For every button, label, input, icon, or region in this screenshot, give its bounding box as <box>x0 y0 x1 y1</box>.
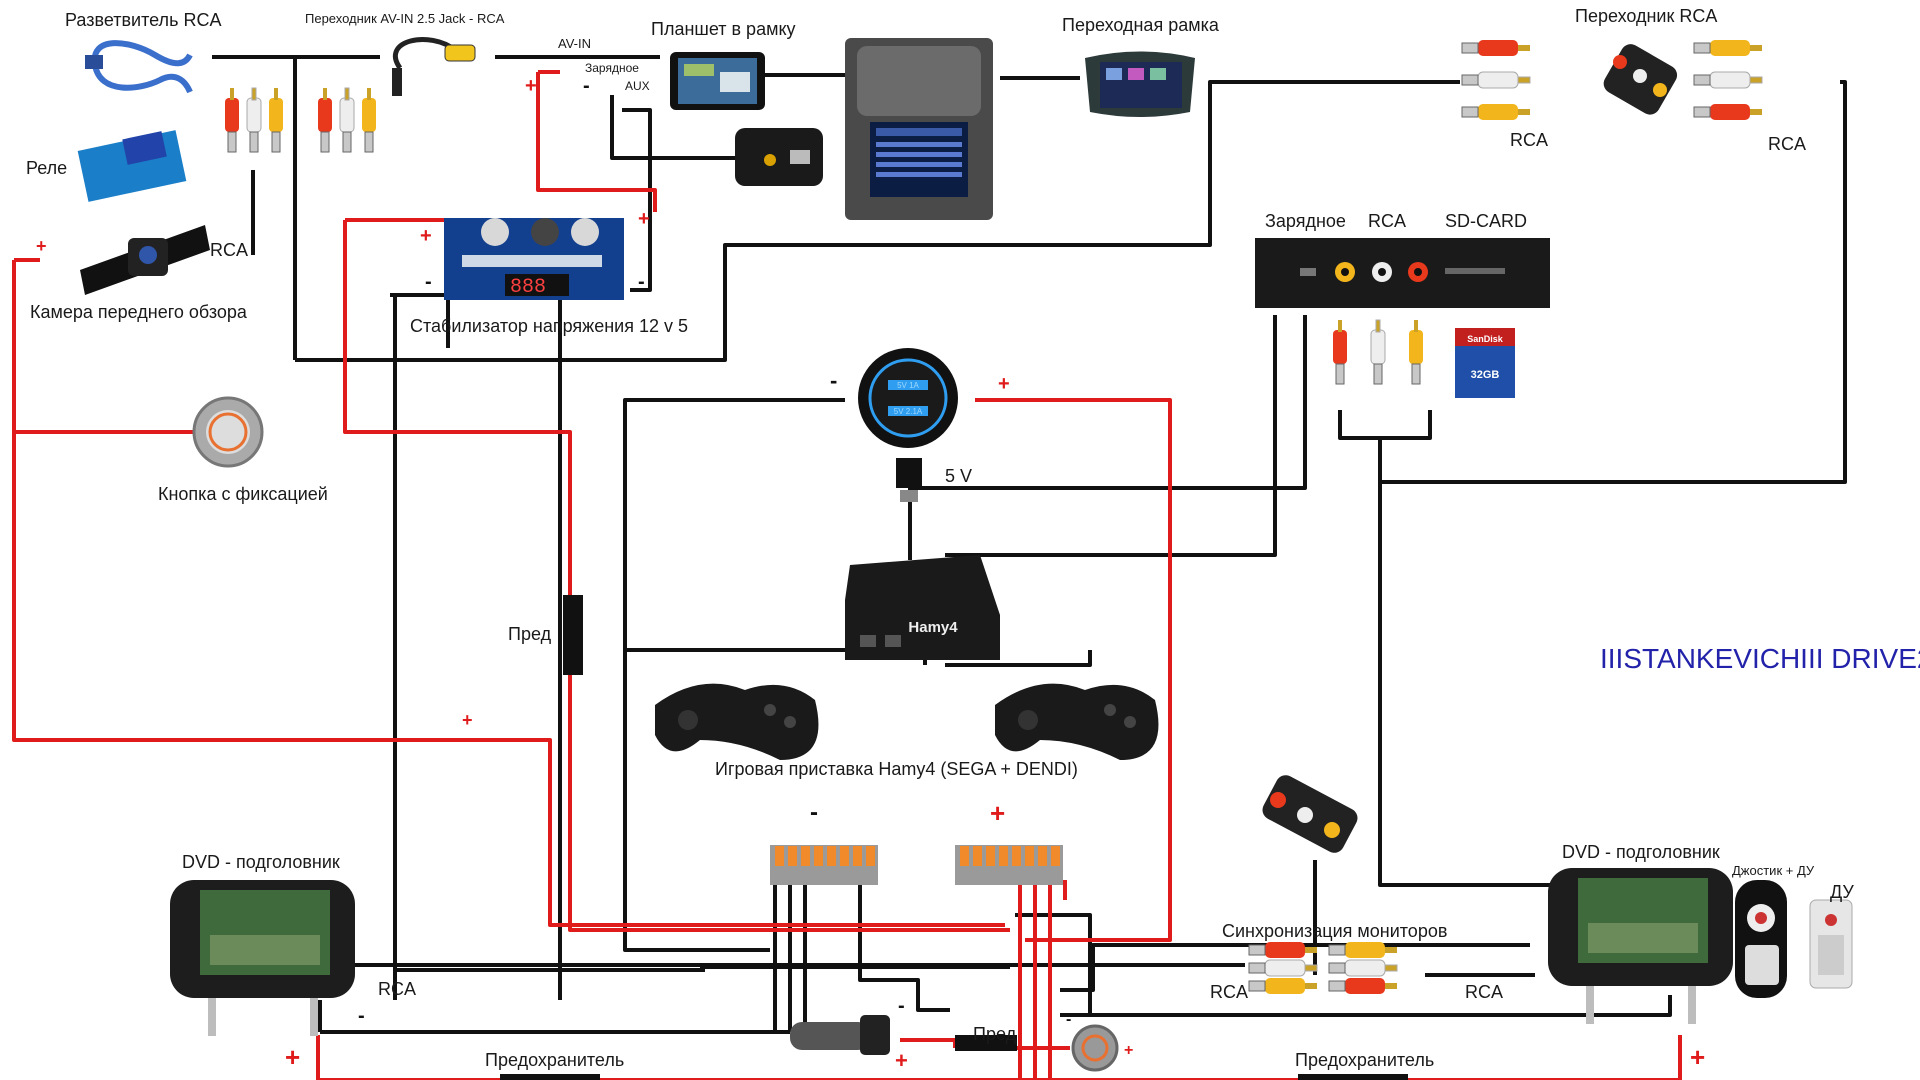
label-tablet: Планшет в рамку <box>651 19 796 39</box>
fuse-left <box>500 1074 600 1080</box>
label-av-adapter: Переходник AV-IN 2.5 Jack - RCA <box>305 11 505 26</box>
plus-mark: + <box>525 75 537 97</box>
label-frame: Переходная рамка <box>1062 15 1220 35</box>
media-player-box <box>1255 238 1550 308</box>
latch-button-small <box>1071 1024 1119 1072</box>
label-media-rca: RCA <box>1368 211 1406 231</box>
gamepad-left <box>655 683 819 760</box>
label-latch-button: Кнопка с фиксацией <box>158 484 328 504</box>
av-in-adapter <box>392 37 476 96</box>
plus-mark: + <box>420 225 432 247</box>
label-stabilizer: Стабилизатор напряжения 12 v 5 <box>410 316 688 336</box>
rca-plugs-media-box <box>1332 319 1424 385</box>
usb-port1-label: 5V 1A <box>897 381 919 390</box>
joystick-remote <box>1735 880 1787 998</box>
voltage-stabilizer: 888 <box>444 218 624 300</box>
ir-remote <box>1809 899 1853 989</box>
black-wires <box>212 55 1847 1034</box>
sd-card: SanDisk 32GB <box>1455 328 1515 398</box>
watermark: IIISTANKEVICHIII DRIVE2 <box>1600 643 1920 674</box>
rca-adapter-top-right <box>1461 39 1763 121</box>
label-relay: Реле <box>26 158 67 178</box>
car-dashboard <box>845 38 993 220</box>
label-sync: Синхронизация мониторов <box>1222 921 1447 941</box>
cigarette-plug <box>790 1015 890 1055</box>
label-front-camera: Камера переднего обзора <box>30 302 248 322</box>
label-camera-rca: RCA <box>210 240 248 260</box>
sd-card-brand: SanDisk <box>1467 334 1504 344</box>
plus-mark: + <box>285 1042 300 1072</box>
label-dvd-left: DVD - подголовник <box>182 852 340 872</box>
wago-block-plus <box>955 845 1063 885</box>
label-charging-small: Зарядное <box>585 61 639 75</box>
label-fuse-short-bottom: Пред <box>973 1024 1017 1044</box>
label-rca-right: RCA <box>1768 134 1806 154</box>
minus-mark: - <box>358 1005 365 1027</box>
label-joystick-remote: Джостик + ДУ <box>1732 863 1815 878</box>
label-console: Игровая приставка Hamy4 (SEGA + DENDI) <box>715 759 1078 779</box>
label-fuse-right: Предохранитель <box>1295 1050 1434 1070</box>
tablet <box>670 52 765 110</box>
label-fuse-short-vertical: Пред <box>508 624 552 644</box>
rca-splitter <box>85 40 193 94</box>
label-sync-rca-right: RCA <box>1465 982 1503 1002</box>
latch-button <box>192 396 264 468</box>
label-aux: AUX <box>625 79 650 93</box>
relay-board <box>77 130 187 202</box>
charger-block <box>735 128 823 186</box>
fuse-right <box>1298 1074 1408 1080</box>
label-rca-splitter: Разветвитель RCA <box>65 10 221 30</box>
minus-mark: - <box>810 799 818 826</box>
usb-socket: 5V 1A 5V 2.1A <box>858 348 958 448</box>
plus-mark: + <box>998 373 1010 395</box>
minus-mark: - <box>1660 1003 1667 1025</box>
label-rca-adapter: Переходник RCA <box>1575 6 1717 26</box>
plus-mark: + <box>895 1048 908 1073</box>
label-sync-rca-left: RCA <box>1210 982 1248 1002</box>
rca-sync-cables <box>1248 941 1398 995</box>
minus-mark: - <box>425 271 432 293</box>
plus-mark: + <box>1690 1042 1705 1072</box>
wago-block-minus <box>770 845 878 885</box>
label-media-charging: Зарядное <box>1265 211 1346 231</box>
label-av-in: AV-IN <box>558 36 591 51</box>
usb-plug <box>896 458 922 502</box>
gamepad-right <box>995 683 1159 760</box>
label-remote: ДУ <box>1830 882 1854 902</box>
rca-coupler-sync <box>1262 775 1358 853</box>
label-dvd-right: DVD - подголовник <box>1562 842 1720 862</box>
fuse-inline-small <box>955 1035 1017 1051</box>
polarity-marks: + - + + - - + - + + - + - + - + - + - + <box>36 75 1705 1073</box>
plus-mark: + <box>990 798 1005 828</box>
minus-mark: - <box>638 271 645 293</box>
plus-mark: + <box>462 710 473 730</box>
dvd-headrest-left <box>170 880 355 1036</box>
dvd-headrest-right <box>1548 868 1733 1024</box>
plus-mark: + <box>638 208 650 230</box>
label-five-v: 5 V <box>945 466 972 486</box>
fuse-inline-vertical <box>563 595 583 675</box>
minus-mark: - <box>1066 1011 1071 1028</box>
label-fuse-left: Предохранитель <box>485 1050 624 1070</box>
hamy4-console: Hamy4 <box>845 555 1000 660</box>
plus-mark: + <box>36 236 47 256</box>
red-wires <box>12 70 1682 1080</box>
minus-mark: - <box>898 995 905 1017</box>
svg-text:888: 888 <box>510 276 546 299</box>
usb-port2-label: 5V 2.1A <box>894 407 923 416</box>
rca-plugs-top-left <box>224 87 377 153</box>
label-rca-left: RCA <box>1510 130 1548 150</box>
adapter-frame <box>1085 51 1195 117</box>
label-dvd-left-rca: RCA <box>378 979 416 999</box>
plus-mark: + <box>1124 1042 1133 1059</box>
label-sd-card: SD-CARD <box>1445 211 1527 231</box>
minus-mark: - <box>830 368 837 393</box>
front-camera <box>80 225 210 295</box>
minus-mark: - <box>583 75 590 97</box>
labels: Разветвитель RCA Переходник AV-IN 2.5 Ja… <box>26 6 1920 1070</box>
sd-card-capacity: 32GB <box>1471 369 1500 381</box>
hamy4-brand: Hamy4 <box>908 619 958 636</box>
